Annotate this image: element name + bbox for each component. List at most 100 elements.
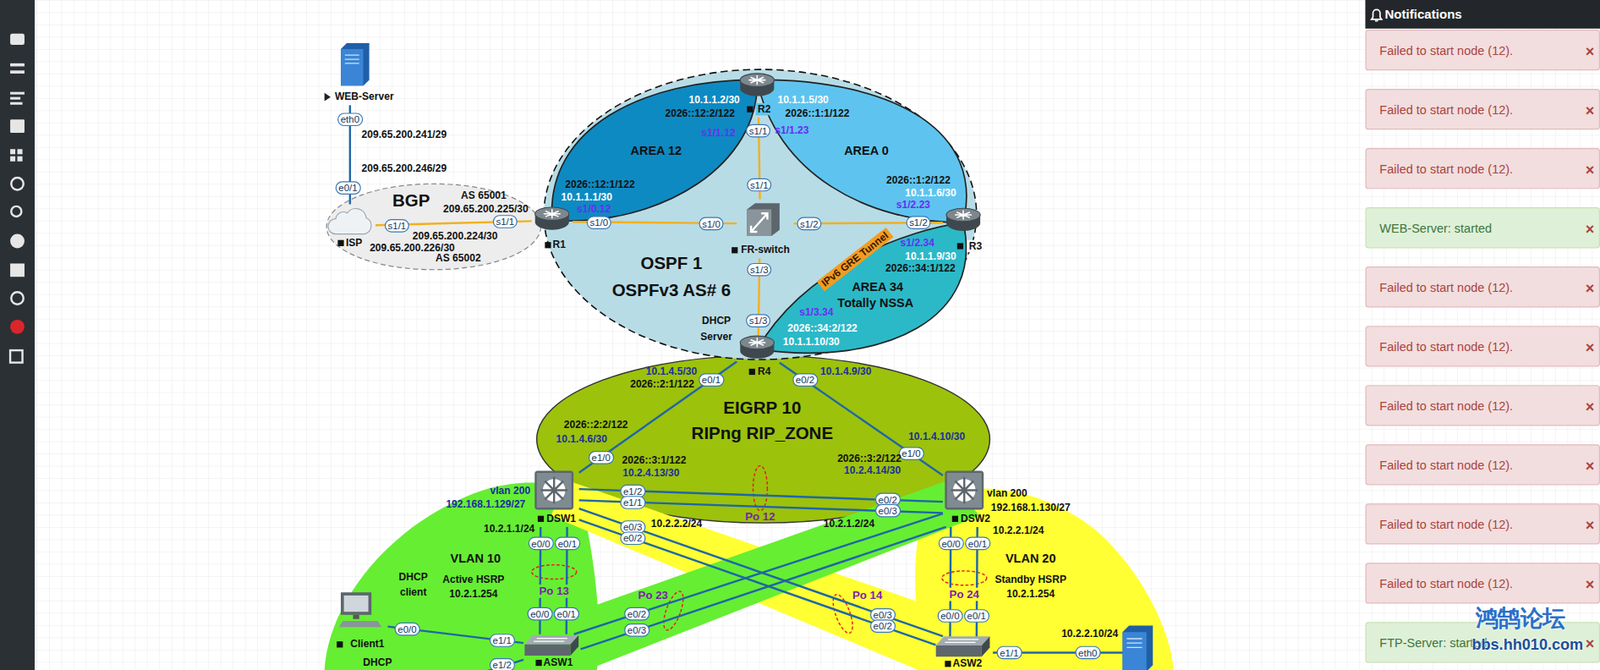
port-label: e0/1 [554,536,581,550]
address-label: DHCP [701,314,731,327]
address-label: 2026::12:1/122 [564,178,636,191]
close-button: × [1585,101,1595,120]
node-label: Client1 [350,638,384,651]
address-label: Active HSRP [442,574,505,587]
ethernet-link [574,513,943,635]
cloud-node: ISP [324,203,376,252]
port-label: e0/1 [964,536,991,550]
watermark: bbs.hh010.com [1471,635,1584,654]
notification-panel: NotificationsFailed to start node (12).×… [1364,0,1600,670]
port-label: s1/2 [796,217,822,231]
address-label: 2026::2:2/122 [564,418,629,431]
address-label: 10.2.2.2/24 [651,517,702,530]
ethernet-link [579,361,737,472]
node-label: BGP [392,191,430,213]
address-label: 10.1.1.9/30 [904,250,956,263]
node-label: AREA 12 [630,143,683,159]
subinterface-label: s1/3.34 [799,306,833,318]
node-label: OSPFv3 AS# 6 [612,280,732,302]
address-label: 10.2.1.254 [1006,587,1055,600]
port-label: e0/2 [870,619,896,633]
notification-box: Failed to start node (12). × [1364,147,1600,189]
node-label: Failed to start node (12). [1379,458,1513,473]
node-label: Failed to start node (12). [1379,576,1513,592]
close-button: × [1585,160,1595,179]
node-label: R3 [966,240,984,253]
node-label: FR-switch [740,244,790,257]
access-switch: ASW2 [935,635,993,670]
port-label: e0/0 [527,607,554,621]
address-label: vlan 200 [986,487,1028,499]
router-node: R3 [942,207,987,255]
access-switch: ASW1 [523,634,581,670]
port-label: e0/2 [619,531,646,545]
router-node: R1 [531,206,573,254]
port-label: e1/1 [489,633,516,647]
port-label: e0/2 [792,372,818,387]
port-label: e1/1 [997,646,1023,660]
node-label: RIPng RIP_ZONE [691,423,834,445]
port-label: e0/0 [394,622,421,636]
address-label: 10.1.1.10/30 [783,335,840,348]
notification-box: WEB-Server: started× [1364,207,1600,248]
address-label: 10.1.1.6/30 [904,186,956,199]
port-label: s1/1 [746,178,772,192]
address-label: 10.2.1.2/24 [823,517,875,530]
port-label: e1/0 [588,450,614,465]
node-label: ASW2 [952,657,982,670]
port-label: s1/1 [493,214,518,229]
address-label: 10.1.1.5/30 [777,93,828,106]
port-label: eth0 [337,112,363,127]
address-label: AS 65001 [460,190,507,203]
node-label: WEB-Server: started [1379,221,1492,236]
tunnel-label: IPv6 GRE Tunnel [816,227,894,291]
node-label: VLAN 20 [1005,551,1057,566]
port-label: e0/1 [698,372,724,387]
address-label: 10.2.2.1/24 [992,525,1044,537]
port-channel-label: Po 13 [536,584,571,598]
node-label: Totally NSSA [837,295,914,311]
address-label: 2026::34:2/122 [787,323,858,335]
address-label: 2026::34:1/122 [885,262,956,274]
port-label: e1/1 [619,495,646,510]
port-label: e0/1 [553,607,580,621]
close-button: × [1585,279,1595,297]
node-label: Failed to start node (12). [1379,399,1513,414]
node-label: R2 [756,103,773,116]
subinterface-label: s1/2.34 [900,236,935,249]
node-label: Failed to start node (12). [1379,103,1513,118]
port-channel-label: Po 12 [745,509,775,524]
ethernet-link [579,519,937,645]
port-channel-label: Po 23 [638,588,669,603]
port-label: eth0 [1074,646,1101,660]
address-label: DHCP [399,570,428,583]
address-label: 10.2.4.13/30 [622,466,680,479]
port-label: e0/0 [937,608,964,623]
close-button: × [1585,42,1595,61]
address-label: Standby HSRP [994,574,1066,587]
notification-box: Failed to start node (12).× [1364,29,1600,71]
subinterface-label: s1/0.12 [576,202,611,215]
address-label: AS 65002 [435,252,482,264]
close-button: × [1585,338,1595,357]
address-label: client [400,586,428,598]
address-label: 192.168.1.129/27 [445,498,526,510]
address-label: vlan 200 [489,484,531,497]
node-label: R1 [553,239,566,252]
address-label: 10.1.1.1/30 [561,191,613,203]
ethernet-link [779,362,943,476]
address-label: Server [700,330,733,343]
port-label: e0/3 [624,623,650,637]
node-label: FTP-Server: started [1379,635,1487,651]
address-label: 10.2.1.254 [449,587,498,600]
node-label: OSPF 1 [640,253,702,275]
close-button: × [1585,515,1595,534]
node-label: Failed to start node (12). [1379,162,1513,177]
notification-box: Failed to start node (12).× [1364,503,1600,544]
address-label: 10.1.4.9/30 [820,365,872,378]
address-label: 10.1.4.10/30 [908,430,965,443]
port-label: e0/3 [875,504,901,518]
address-label: 209.65.200.246/29 [361,162,447,175]
node-label: VLAN 10 [450,551,502,566]
address-label: 192.168.1.130/27 [991,501,1071,514]
